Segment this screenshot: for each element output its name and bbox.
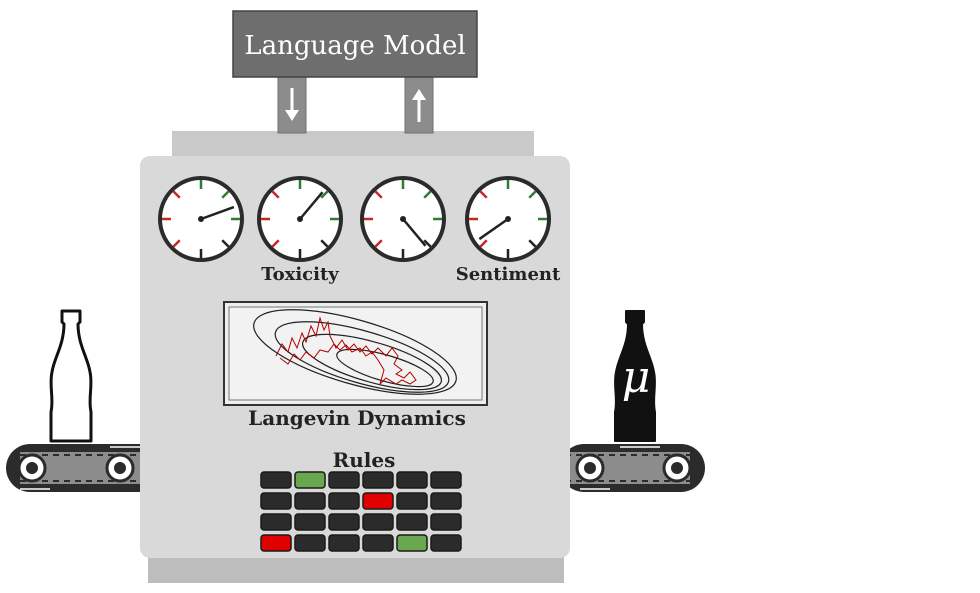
rule-button — [362, 471, 394, 489]
machine-top-plate — [172, 131, 534, 159]
rule-button — [294, 513, 326, 531]
rule-button — [260, 471, 292, 489]
rule-button — [430, 492, 462, 510]
langevin-trajectory — [275, 316, 417, 386]
rule-button — [328, 492, 360, 510]
gauge-tick — [374, 190, 383, 199]
gauge-hub — [400, 216, 406, 222]
gauge-tick — [479, 190, 488, 199]
rule-button — [430, 471, 462, 489]
rule-button — [294, 534, 326, 552]
gauge-tick — [221, 190, 230, 199]
rule-button — [396, 471, 428, 489]
gauge-needle — [299, 191, 324, 220]
left-roller-2 — [105, 453, 135, 483]
rules-button-grid — [260, 471, 462, 552]
gauge-tick — [320, 190, 329, 199]
gauge-needle — [402, 218, 427, 247]
gauge-tick — [479, 239, 488, 248]
gauge-3 — [360, 176, 446, 262]
gauge-tick — [423, 239, 432, 248]
gauge-tick — [374, 239, 383, 248]
machine-base — [148, 555, 564, 583]
rule-button — [260, 534, 292, 552]
left-roller-1 — [17, 453, 47, 483]
gauge-tick — [271, 239, 280, 248]
gauge-tick — [423, 190, 432, 199]
rule-button — [430, 513, 462, 531]
output-bottle-icon — [614, 310, 656, 442]
rule-button — [430, 534, 462, 552]
rule-button — [328, 534, 360, 552]
gauge-1 — [158, 176, 244, 262]
langevin-panel: Langevin Dynamics — [223, 301, 488, 430]
rule-button — [294, 471, 326, 489]
rule-button — [362, 513, 394, 531]
lm-box — [232, 10, 478, 78]
rules-panel: Rules — [260, 448, 462, 552]
rule-button — [362, 534, 394, 552]
gauge-tick — [528, 239, 537, 248]
rule-button — [260, 513, 292, 531]
gauge-needle — [478, 217, 509, 241]
langevin-label: Langevin Dynamics — [248, 406, 466, 430]
left-conveyor-belt — [6, 444, 166, 492]
gauge-tick — [271, 190, 280, 199]
rule-button — [396, 513, 428, 531]
rule-button — [396, 492, 428, 510]
gauge-tick — [172, 239, 181, 248]
right-roller-2 — [662, 453, 692, 483]
gauge-4: Sentiment — [456, 176, 561, 285]
gauge-2: Toxicity — [257, 176, 343, 285]
gauge-tick — [320, 239, 329, 248]
rules-label: Rules — [333, 448, 396, 472]
gauge-panel: Toxicity Sentiment — [158, 176, 561, 285]
down-arrow-icon — [285, 88, 299, 121]
right-conveyor-belt — [560, 444, 705, 492]
gauge-label: Sentiment — [456, 264, 561, 285]
gauge-hub — [297, 216, 303, 222]
rule-button — [328, 471, 360, 489]
gauge-tick — [528, 190, 537, 199]
rule-button — [396, 534, 428, 552]
gauge-needle — [200, 205, 235, 221]
gauge-tick — [172, 190, 181, 199]
gauge-hub — [198, 216, 204, 222]
rule-button — [328, 513, 360, 531]
rule-button — [362, 492, 394, 510]
right-roller-1 — [575, 453, 605, 483]
lm-label: Language Model — [244, 31, 465, 61]
gauge-tick — [221, 239, 230, 248]
rule-button — [294, 492, 326, 510]
output-bottle-symbol: μ — [622, 352, 651, 403]
language-model: Language Model — [232, 10, 478, 134]
gauge-label: Toxicity — [261, 264, 339, 285]
up-arrow-icon — [412, 89, 426, 122]
gauge-hub — [505, 216, 511, 222]
rule-button — [260, 492, 292, 510]
input-bottle-icon — [49, 309, 93, 443]
